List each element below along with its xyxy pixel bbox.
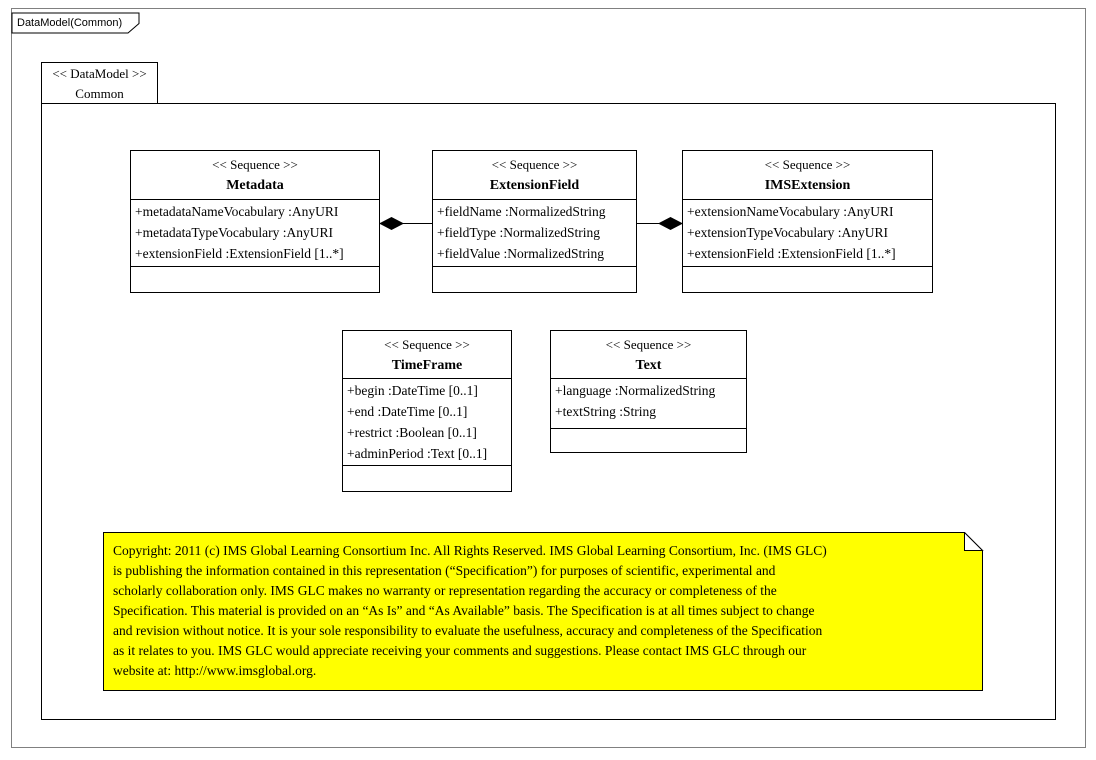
note-line: scholarly collaboration only. IMS GLC ma… bbox=[113, 583, 777, 598]
class-stereotype: << Sequence >> bbox=[384, 337, 470, 352]
class-attribute: +fieldName :NormalizedString bbox=[437, 204, 606, 219]
class-name: ExtensionField bbox=[489, 178, 580, 193]
class-stereotype: << Sequence >> bbox=[605, 337, 692, 352]
class-attribute: +language :NormalizedString bbox=[555, 383, 716, 398]
diagram-tab-shape bbox=[11, 12, 140, 34]
note-line: and revision without notice. It is your … bbox=[113, 623, 823, 638]
note-fold-corner-icon bbox=[964, 532, 984, 551]
class-attribute: +fieldValue :NormalizedString bbox=[437, 246, 604, 261]
class-text[interactable]: << Sequence >> Text +language :Normalize… bbox=[550, 330, 747, 453]
class-attribute: +begin :DateTime [0..1] bbox=[347, 383, 478, 398]
class-timeframe[interactable]: << Sequence >> TimeFrame +begin :DateTim… bbox=[342, 330, 512, 492]
class-stereotype: << Sequence >> bbox=[764, 157, 851, 172]
class-imsextension[interactable]: << Sequence >> IMSExtension +extensionNa… bbox=[682, 150, 933, 293]
note-line: Copyright: 2011 (c) IMS Global Learning … bbox=[113, 543, 827, 558]
operations-compartment-empty bbox=[131, 266, 379, 292]
page-border bbox=[11, 8, 1086, 748]
class-attribute: +extensionField :ExtensionField [1..*] bbox=[687, 246, 896, 261]
class-attribute: +restrict :Boolean [0..1] bbox=[347, 425, 477, 440]
class-attribute: +extensionNameVocabulary :AnyURI bbox=[687, 204, 894, 219]
frame-name: Common bbox=[75, 86, 124, 101]
class-name: IMSExtension bbox=[764, 178, 851, 193]
class-attribute: +end :DateTime [0..1] bbox=[347, 404, 468, 419]
class-name: TimeFrame bbox=[391, 358, 463, 373]
class-metadata[interactable]: << Sequence >> Metadata +metadataNameVoc… bbox=[130, 150, 380, 293]
class-attribute: +textString :String bbox=[555, 404, 656, 419]
class-attribute: +adminPeriod :Text [0..1] bbox=[347, 446, 488, 461]
class-name: Text bbox=[635, 358, 662, 373]
class-extensionfield[interactable]: << Sequence >> ExtensionField +fieldName… bbox=[432, 150, 637, 293]
class-stereotype: << Sequence >> bbox=[212, 157, 298, 172]
note-line: Specification. This material is provided… bbox=[113, 603, 815, 618]
composition-link-metadata-extensionfield[interactable] bbox=[379, 223, 432, 224]
operations-compartment-empty bbox=[683, 266, 932, 292]
operations-compartment-empty bbox=[343, 465, 511, 491]
note-line: website at: http://www.imsglobal.org. bbox=[113, 663, 317, 678]
diagram-frame bbox=[41, 103, 1056, 720]
class-name: Metadata bbox=[226, 178, 284, 193]
class-attribute: +metadataTypeVocabulary :AnyURI bbox=[135, 225, 333, 240]
note-line: as it relates to you. IMS GLC would appr… bbox=[113, 643, 807, 658]
class-stereotype: << Sequence >> bbox=[491, 157, 578, 172]
composition-diamond-icon bbox=[658, 217, 683, 230]
frame-stereotype: << DataModel >> bbox=[52, 66, 147, 81]
class-attribute: +fieldType :NormalizedString bbox=[437, 225, 601, 240]
class-attribute: +extensionField :ExtensionField [1..*] bbox=[135, 246, 344, 261]
operations-compartment-empty bbox=[551, 428, 746, 452]
class-attribute: +extensionTypeVocabulary :AnyURI bbox=[687, 225, 889, 240]
operations-compartment-empty bbox=[433, 266, 636, 292]
composition-diamond-icon bbox=[379, 217, 404, 230]
diagram-tab-label: DataModel(Common) bbox=[17, 17, 123, 29]
class-attribute: +metadataNameVocabulary :AnyURI bbox=[135, 204, 339, 219]
copyright-note-text: Copyright: 2011 (c) IMS Global Learning … bbox=[113, 541, 973, 681]
frame-stereotype-box: << DataModel >> Common bbox=[41, 62, 158, 104]
copyright-note-shape[interactable] bbox=[103, 532, 984, 691]
note-line: is publishing the information contained … bbox=[113, 563, 776, 578]
